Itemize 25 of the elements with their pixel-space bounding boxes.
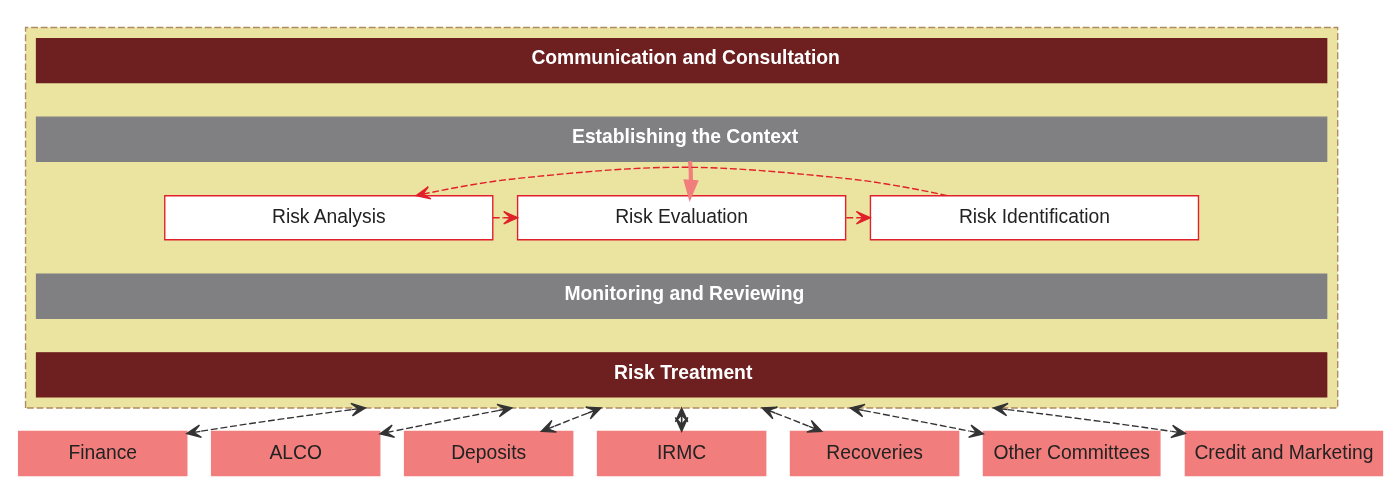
cluster (24, 26, 1339, 409)
node-box: Finance (17, 430, 188, 477)
node-box: Risk Identification (869, 195, 1200, 241)
node-box: Communication and Consultation (35, 37, 1328, 84)
node-box: Recoveries (789, 430, 960, 477)
node-box: Deposits (403, 430, 574, 477)
arrow (683, 161, 699, 202)
node-box: Other Committees (982, 430, 1161, 477)
arrow (761, 406, 823, 433)
arrow (186, 402, 367, 439)
node-box: Monitoring and Reviewing (35, 273, 1328, 320)
arrow (849, 403, 985, 438)
node-box: Risk Evaluation (516, 195, 847, 241)
node-box: Establishing the Context (35, 116, 1328, 162)
node-box: ALCO (210, 430, 381, 477)
arrow (492, 210, 519, 225)
arrow (992, 402, 1187, 439)
node-box: IRMC (596, 430, 767, 477)
arrow (540, 406, 602, 433)
arrow (845, 210, 871, 225)
node-box: Risk Treatment (35, 352, 1328, 398)
node-box: Credit and Marketing (1184, 430, 1384, 477)
arrow (379, 403, 513, 438)
node-box: Risk Analysis (164, 195, 494, 241)
arrow (415, 166, 948, 200)
